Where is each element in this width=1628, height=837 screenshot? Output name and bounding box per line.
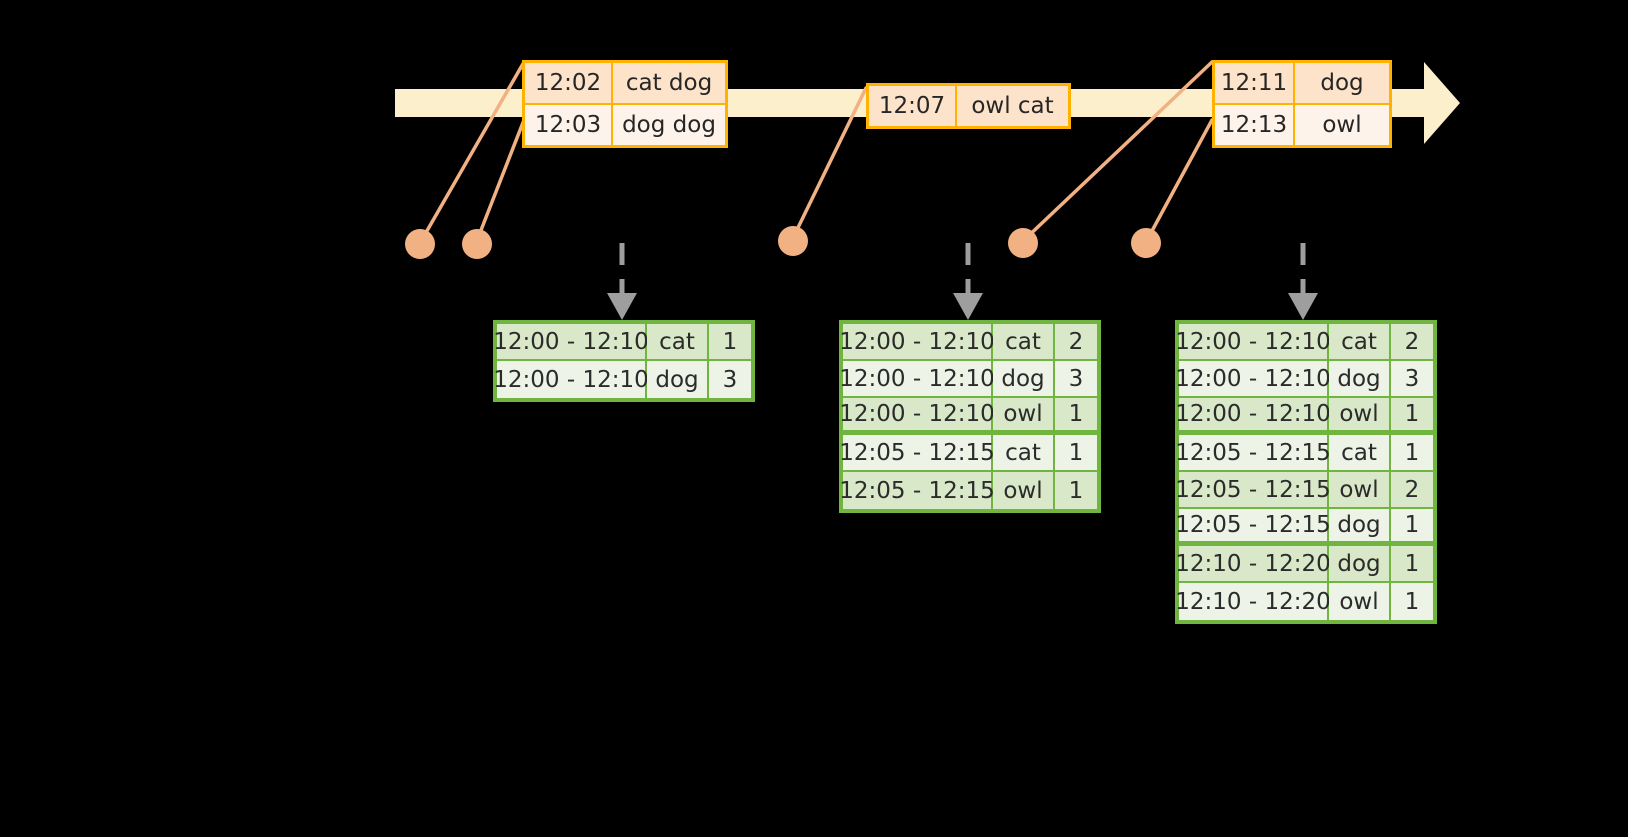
word-cell: owl (993, 398, 1055, 435)
event-dot-5 (1131, 228, 1161, 258)
word-cell: cat (1329, 324, 1391, 361)
window-range: 12:00 - 12:10 (493, 361, 649, 398)
window-range: 12:00 - 12:10 (1175, 324, 1331, 361)
window-range: 12:00 - 12:10 (1175, 361, 1331, 398)
table-row: 12:05 - 12:15 cat 1 (839, 435, 1097, 472)
leader-line-1 (418, 60, 526, 245)
event-time: 12:07 (869, 86, 957, 126)
word-cell: owl (1329, 583, 1391, 620)
count-cell: 1 (1391, 583, 1433, 620)
window-range: 12:00 - 12:10 (1175, 398, 1331, 435)
window-range: 12:05 - 12:15 (839, 472, 995, 509)
event-row: 12:03 dog dog (525, 103, 725, 145)
word-cell: dog (993, 361, 1055, 398)
count-cell: 1 (1055, 398, 1097, 435)
word-cell: dog (1329, 361, 1391, 398)
emit-arrow-3 (1288, 243, 1318, 320)
event-dot-1 (405, 229, 435, 259)
event-row: 12:13 owl (1215, 103, 1389, 145)
count-cell: 3 (1391, 361, 1433, 398)
window-range: 12:00 - 12:10 (839, 324, 995, 361)
result-table-3: 12:00 - 12:10 cat 2 12:00 - 12:10 dog 3 … (1175, 320, 1437, 624)
event-time: 12:13 (1215, 105, 1295, 145)
window-range: 12:05 - 12:15 (1175, 472, 1331, 509)
word-cell: owl (1329, 472, 1391, 509)
table-row: 12:05 - 12:15 owl 1 (839, 472, 1097, 509)
count-cell: 2 (1391, 472, 1433, 509)
event-dot-2 (462, 229, 492, 259)
table-row: 12:05 - 12:15 owl 2 (1175, 472, 1433, 509)
word-cell: cat (993, 435, 1055, 472)
emit-arrows (607, 243, 1318, 320)
table-row: 12:10 - 12:20 owl 1 (1175, 583, 1433, 620)
leader-line-3 (790, 86, 868, 242)
word-cell: cat (993, 324, 1055, 361)
table-row: 12:00 - 12:10 dog 3 (839, 361, 1097, 398)
count-cell: 1 (1391, 398, 1433, 435)
event-words: dog dog (613, 105, 725, 145)
table-row: 12:10 - 12:20 dog 1 (1175, 546, 1433, 583)
table-row: 12:00 - 12:10 cat 2 (839, 324, 1097, 361)
event-time: 12:03 (525, 105, 613, 145)
event-words: owl (1295, 105, 1389, 145)
window-range: 12:05 - 12:15 (1175, 435, 1331, 472)
count-cell: 1 (1391, 546, 1433, 583)
count-cell: 1 (709, 324, 751, 361)
window-range: 12:00 - 12:10 (839, 361, 995, 398)
table-row: 12:00 - 12:10 cat 2 (1175, 324, 1433, 361)
table-row: 12:00 - 12:10 dog 3 (1175, 361, 1433, 398)
event-words: owl cat (957, 86, 1068, 126)
table-row: 12:00 - 12:10 cat 1 (493, 324, 751, 361)
table-row: 12:05 - 12:15 cat 1 (1175, 435, 1433, 472)
emit-arrow-1 (607, 243, 637, 320)
word-cell: cat (647, 324, 709, 361)
result-table-2: 12:00 - 12:10 cat 2 12:00 - 12:10 dog 3 … (839, 320, 1101, 513)
result-table-1: 12:00 - 12:10 cat 1 12:00 - 12:10 dog 3 (493, 320, 755, 402)
event-dots (405, 226, 1161, 259)
word-cell: cat (1329, 435, 1391, 472)
event-group-1: 12:02 cat dog 12:03 dog dog (522, 60, 728, 148)
event-group-2: 12:07 owl cat (866, 83, 1071, 129)
table-row: 12:05 - 12:15 dog 1 (1175, 509, 1433, 546)
word-cell: dog (1329, 546, 1391, 583)
event-row: 12:11 dog (1215, 63, 1389, 103)
count-cell: 2 (1391, 324, 1433, 361)
window-range: 12:05 - 12:15 (1175, 509, 1331, 546)
window-range: 12:10 - 12:20 (1175, 546, 1331, 583)
emit-arrow-2 (953, 243, 983, 320)
event-row: 12:07 owl cat (869, 86, 1068, 126)
event-time: 12:11 (1215, 63, 1295, 103)
event-dot-4 (1008, 228, 1038, 258)
window-range: 12:10 - 12:20 (1175, 583, 1331, 620)
event-time: 12:02 (525, 63, 613, 103)
table-row: 12:00 - 12:10 owl 1 (839, 398, 1097, 435)
event-words: dog (1295, 63, 1389, 103)
count-cell: 1 (1055, 435, 1097, 472)
window-range: 12:00 - 12:10 (493, 324, 649, 361)
event-dot-3 (778, 226, 808, 256)
window-range: 12:00 - 12:10 (839, 398, 995, 435)
word-cell: owl (993, 472, 1055, 509)
leader-line-5 (1144, 118, 1214, 244)
word-cell: dog (647, 361, 709, 398)
count-cell: 3 (1055, 361, 1097, 398)
count-cell: 1 (1391, 435, 1433, 472)
count-cell: 3 (709, 361, 751, 398)
word-cell: dog (1329, 509, 1391, 546)
event-group-3: 12:11 dog 12:13 owl (1212, 60, 1392, 148)
table-row: 12:00 - 12:10 owl 1 (1175, 398, 1433, 435)
leader-line-2 (474, 118, 526, 245)
table-row: 12:00 - 12:10 dog 3 (493, 361, 751, 398)
count-cell: 2 (1055, 324, 1097, 361)
word-cell: owl (1329, 398, 1391, 435)
event-row: 12:02 cat dog (525, 63, 725, 103)
count-cell: 1 (1055, 472, 1097, 509)
window-range: 12:05 - 12:15 (839, 435, 995, 472)
event-words: cat dog (613, 63, 725, 103)
count-cell: 1 (1391, 509, 1433, 546)
